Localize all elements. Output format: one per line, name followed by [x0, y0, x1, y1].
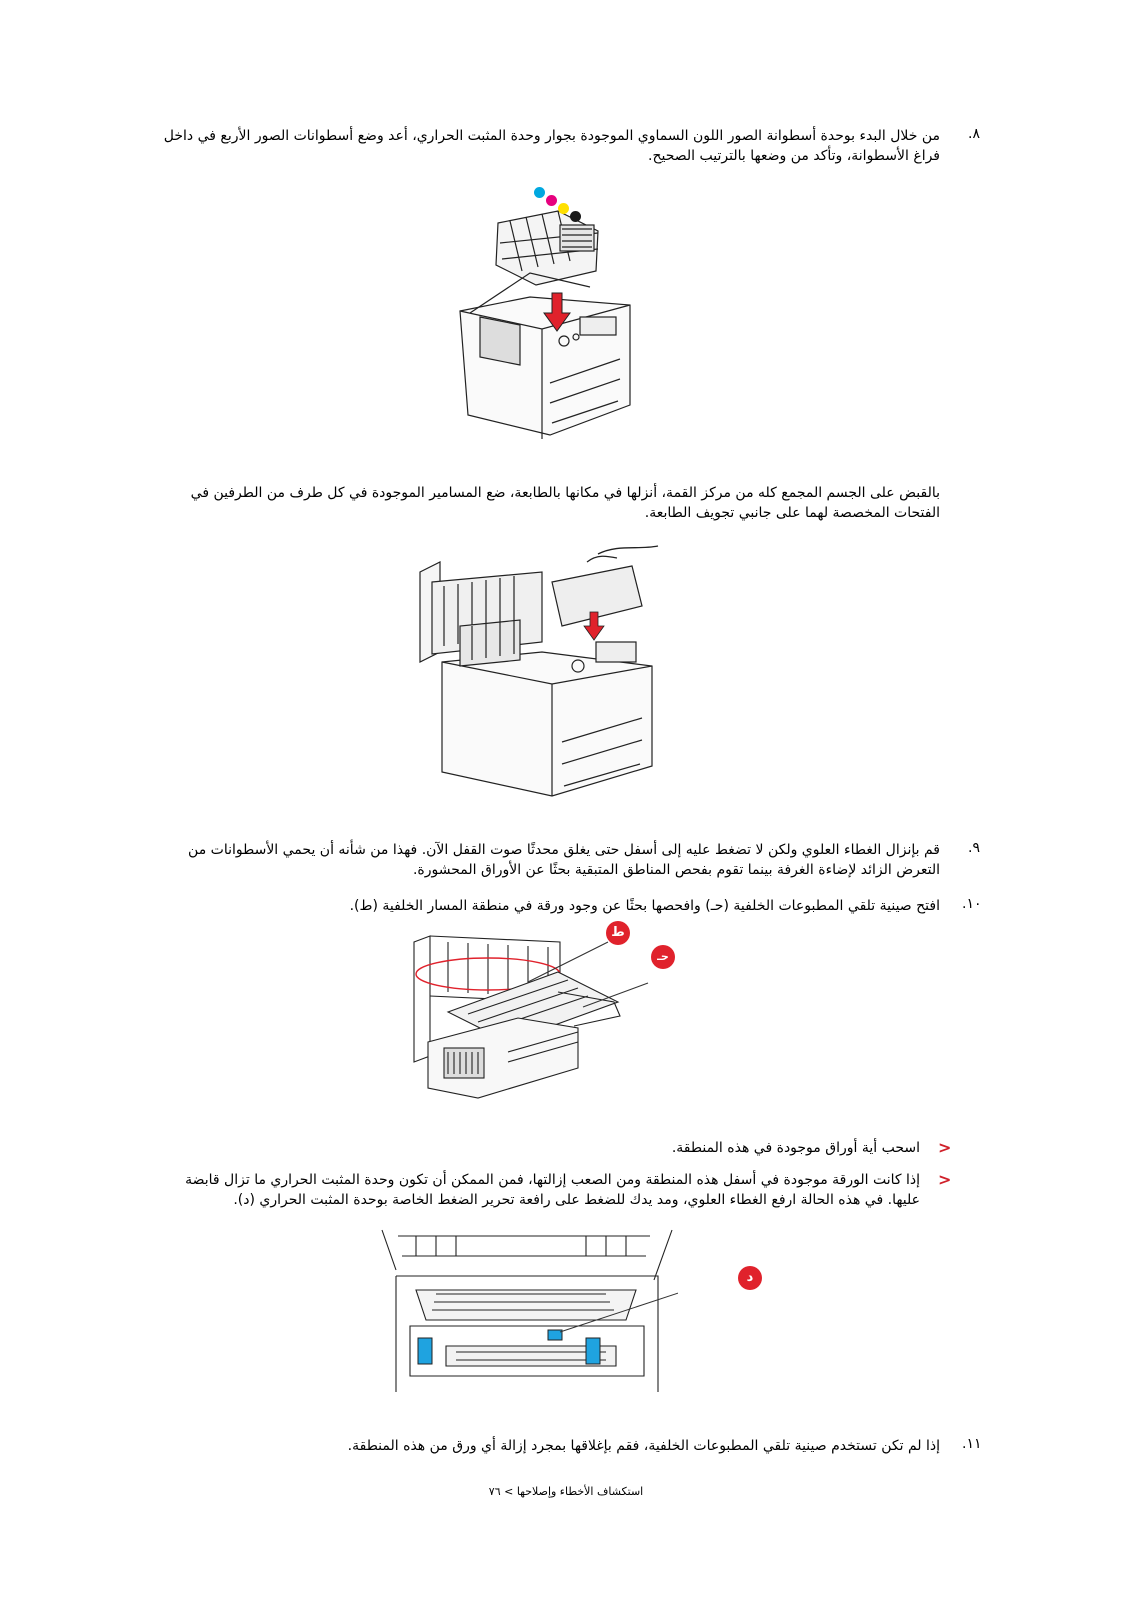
step-11-number: .١١ — [962, 1436, 982, 1452]
bullet-marker-1: > — [938, 1138, 952, 1157]
callout-t: ط — [606, 921, 630, 945]
bullet-marker-2: > — [938, 1170, 952, 1189]
fuser-lever-illustration — [381, 1229, 731, 1392]
step-10-number: .١٠ — [962, 896, 982, 912]
callout-d: د — [738, 1266, 762, 1290]
step-8b-text: بالقبض على الجسم المجمع كله من مركز القم… — [190, 485, 940, 521]
rear-tray-illustration — [413, 935, 649, 1099]
figure-image-drums-insert — [440, 183, 650, 441]
cyan-dot — [534, 187, 545, 198]
bullet-text-2: إذا كانت الورقة موجودة في أسفل هذه المنط… — [185, 1172, 920, 1208]
step-10-text: افتح صينية تلقي المطبوعات الخلفية (حـ) و… — [349, 898, 940, 914]
figure-drum-assembly-lower — [412, 542, 672, 800]
printer-drums-illustration — [459, 210, 631, 439]
black-dot — [570, 211, 581, 222]
step-9-text: قم بإنزال الغطاء العلوي ولكن لا تضغط علي… — [188, 842, 940, 878]
figure-fuser-lever — [376, 1226, 731, 1396]
step-11-text: إذا لم تكن تستخدم صينية تلقي المطبوعات ا… — [347, 1438, 940, 1454]
magenta-dot — [546, 195, 557, 206]
step-8-text: من خلال البدء بوحدة أسطوانة الصور اللون … — [163, 128, 940, 164]
figure-rear-tray — [408, 932, 690, 1108]
bullet-text-1: اسحب أية أوراق موجودة في هذه المنطقة. — [671, 1140, 920, 1156]
page-footer: استكشاف الأخطاء وإصلاحها > ٧٦ — [488, 1485, 644, 1498]
callout-h: حـ — [651, 945, 675, 969]
drum-assembly-illustration — [419, 545, 659, 797]
step-9-number: .٩ — [968, 840, 980, 856]
yellow-dot — [558, 203, 569, 214]
step-8-number: .٨ — [968, 126, 980, 142]
